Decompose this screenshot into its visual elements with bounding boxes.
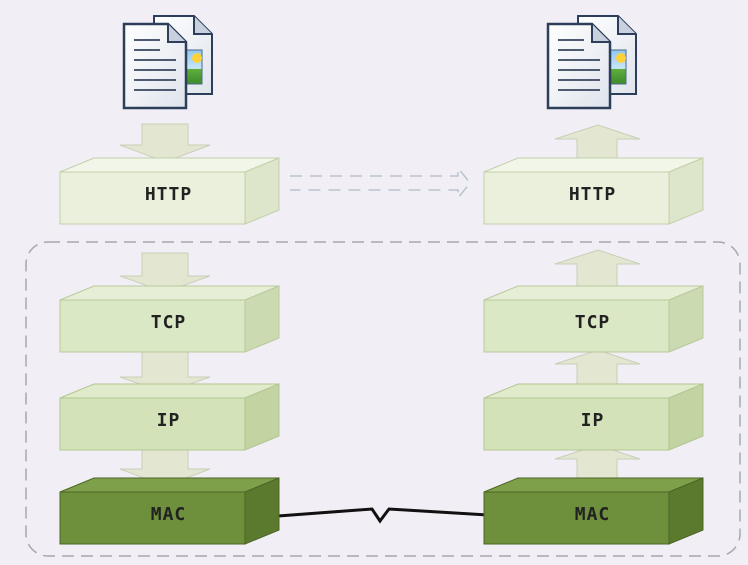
layer-top-face — [483, 383, 704, 399]
right-tcp-layer: TCP — [483, 285, 704, 353]
physical-link-line — [277, 507, 489, 524]
layer-front-face — [483, 491, 670, 545]
layer-label-tcp: TCP — [575, 312, 611, 333]
http-peer-arrow — [290, 165, 471, 201]
layer-label-tcp: TCP — [151, 312, 187, 333]
layer-front-face — [59, 171, 246, 225]
layer-label-http: HTTP — [569, 184, 616, 205]
up-arrow-mac-to-ip — [554, 444, 641, 483]
layer-top-face — [59, 477, 280, 493]
layer-front-face — [59, 299, 246, 353]
left-mac-layer: MAC — [59, 477, 280, 545]
layer-top-face — [59, 285, 280, 301]
layer-front-face — [483, 171, 670, 225]
document-icon — [122, 15, 213, 110]
up-arrow-tcp-to-http — [554, 249, 641, 289]
right-ip-layer: IP — [483, 383, 704, 451]
left-http-layer: HTTP — [59, 157, 280, 225]
down-arrow-http-to-tcp — [119, 252, 211, 293]
right-http-layer: HTTP — [483, 157, 704, 225]
left-ip-layer: IP — [59, 383, 280, 451]
lower-layers-group-border — [25, 241, 741, 557]
layer-front-face — [483, 299, 670, 353]
left-tcp-layer: TCP — [59, 285, 280, 353]
document-icon — [546, 15, 637, 110]
up-arrow-ip-to-tcp — [554, 349, 641, 389]
layer-front-face — [59, 397, 246, 451]
sender-protocol-stack: HTTP TCP IP MAC — [59, 157, 280, 545]
layer-top-face — [483, 285, 704, 301]
layer-front-face — [59, 491, 246, 545]
layer-top-face — [483, 157, 704, 173]
layer-front-face — [483, 397, 670, 451]
layer-top-face — [483, 477, 704, 493]
layer-top-face — [59, 157, 280, 173]
layer-top-face — [59, 383, 280, 399]
down-arrow-doc-to-http — [119, 123, 211, 163]
layer-label-ip: IP — [157, 410, 181, 431]
right-mac-layer: MAC — [483, 477, 704, 545]
layer-label-ip: IP — [581, 410, 605, 431]
layer-label-mac: MAC — [575, 504, 611, 525]
layer-label-http: HTTP — [145, 184, 192, 205]
layer-label-mac: MAC — [151, 504, 187, 525]
up-arrow-http-to-doc — [554, 124, 641, 161]
receiver-protocol-stack: HTTP TCP IP MAC — [483, 157, 704, 545]
